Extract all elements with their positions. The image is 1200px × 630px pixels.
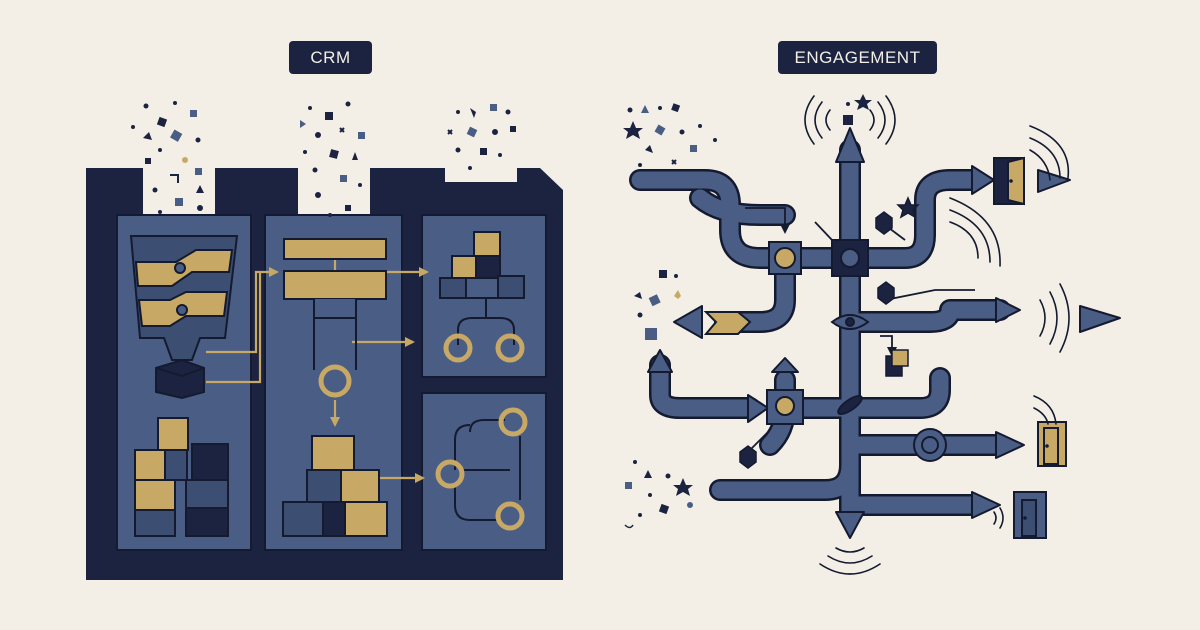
crm-title-text: CRM bbox=[310, 47, 351, 67]
door-handles bbox=[1009, 179, 1049, 520]
engagement-pipes bbox=[629, 139, 1011, 526]
ring-circuit bbox=[435, 407, 528, 531]
gold-chevron bbox=[703, 311, 752, 335]
crm-diagram bbox=[86, 101, 563, 580]
routing-gate bbox=[283, 238, 387, 398]
cube-stack-1 bbox=[134, 417, 229, 537]
ring-tree-1 bbox=[443, 298, 525, 363]
eye-icon bbox=[830, 314, 870, 330]
junction-nodes bbox=[766, 239, 947, 462]
intake-slot-3 bbox=[445, 160, 517, 182]
engagement-diagram bbox=[623, 94, 1121, 575]
sorting-funnel bbox=[129, 235, 239, 400]
crm-title: CRM bbox=[289, 41, 372, 74]
engagement-title: ENGAGEMENT bbox=[778, 41, 937, 74]
intake-slot-2 bbox=[298, 160, 370, 222]
signal-lines bbox=[745, 207, 975, 451]
data-fragments-engagement bbox=[623, 94, 872, 529]
crm-flow-arrows bbox=[206, 258, 429, 483]
engagement-shapes bbox=[739, 196, 920, 469]
engagement-arrowheads bbox=[647, 127, 1121, 539]
door-icons bbox=[993, 156, 1067, 539]
engagement-title-text: ENGAGEMENT bbox=[794, 47, 921, 67]
cube-stack-2 bbox=[282, 435, 388, 537]
signal-waves bbox=[804, 95, 1070, 575]
cube-stack-3 bbox=[439, 231, 525, 299]
data-fragments-crm bbox=[131, 101, 516, 217]
